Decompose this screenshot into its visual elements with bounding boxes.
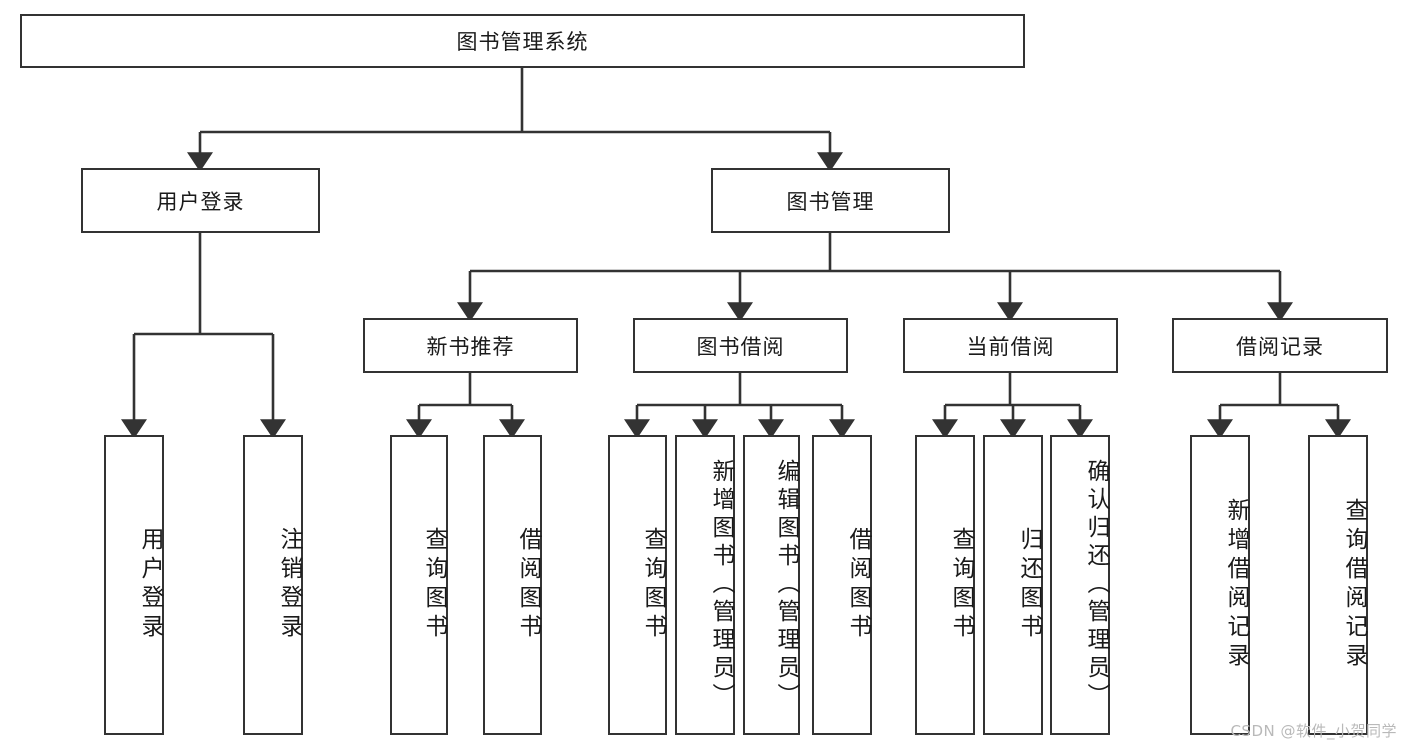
node-leaf-query-book-borrow-label: 查询图书 (640, 527, 666, 643)
node-book-management-label: 图书管理 (786, 189, 875, 214)
node-leaf-borrow-book[interactable]: 借阅图书 (812, 435, 872, 735)
node-borrow-record-label: 借阅记录 (1236, 334, 1324, 359)
node-book-borrow[interactable]: 图书借阅 (633, 318, 848, 373)
node-leaf-borrow-book-rec-label: 借阅图书 (515, 527, 541, 643)
node-leaf-confirm-return-admin-label: 确认归还（管理员） (1083, 459, 1109, 711)
node-current-borrow[interactable]: 当前借阅 (903, 318, 1118, 373)
node-leaf-query-borrow-record[interactable]: 查询借阅记录 (1308, 435, 1368, 735)
node-new-book-recommend-label: 新书推荐 (426, 334, 515, 359)
node-leaf-query-book-rec[interactable]: 查询图书 (390, 435, 448, 735)
node-user-login-label: 用户登录 (156, 189, 245, 214)
node-leaf-query-book-current-label: 查询图书 (948, 527, 974, 643)
node-leaf-borrow-book-label: 借阅图书 (845, 527, 871, 643)
node-leaf-confirm-return-admin[interactable]: 确认归还（管理员） (1050, 435, 1110, 735)
node-leaf-query-borrow-record-label: 查询借阅记录 (1341, 498, 1367, 672)
node-leaf-add-borrow-record-label: 新增借阅记录 (1223, 498, 1249, 672)
node-current-borrow-label: 当前借阅 (966, 334, 1055, 359)
node-root[interactable]: 图书管理系统 (20, 14, 1025, 68)
csdn-watermark: CSDN @软件_小贺同学 (1230, 722, 1397, 740)
node-leaf-user-login-label: 用户登录 (137, 527, 163, 643)
node-leaf-user-login[interactable]: 用户登录 (104, 435, 164, 735)
node-leaf-logout-label: 注销登录 (276, 527, 302, 643)
node-leaf-add-book-admin-label: 新增图书（管理员） (708, 459, 734, 711)
node-borrow-record[interactable]: 借阅记录 (1172, 318, 1388, 373)
node-leaf-query-book-current[interactable]: 查询图书 (915, 435, 975, 735)
node-book-borrow-label: 图书借阅 (696, 334, 785, 359)
node-leaf-edit-book-admin-label: 编辑图书（管理员） (773, 459, 799, 711)
node-new-book-recommend[interactable]: 新书推荐 (363, 318, 578, 373)
node-leaf-logout[interactable]: 注销登录 (243, 435, 303, 735)
node-leaf-add-borrow-record[interactable]: 新增借阅记录 (1190, 435, 1250, 735)
node-leaf-borrow-book-rec[interactable]: 借阅图书 (483, 435, 542, 735)
node-root-label: 图书管理系统 (456, 30, 589, 54)
node-leaf-edit-book-admin[interactable]: 编辑图书（管理员） (743, 435, 800, 735)
node-book-management[interactable]: 图书管理 (711, 168, 950, 233)
node-user-login[interactable]: 用户登录 (81, 168, 320, 233)
node-leaf-add-book-admin[interactable]: 新增图书（管理员） (675, 435, 735, 735)
node-leaf-query-book-borrow[interactable]: 查询图书 (608, 435, 667, 735)
node-leaf-query-book-rec-label: 查询图书 (421, 527, 447, 643)
node-leaf-return-book[interactable]: 归还图书 (983, 435, 1043, 735)
node-leaf-return-book-label: 归还图书 (1016, 527, 1042, 643)
